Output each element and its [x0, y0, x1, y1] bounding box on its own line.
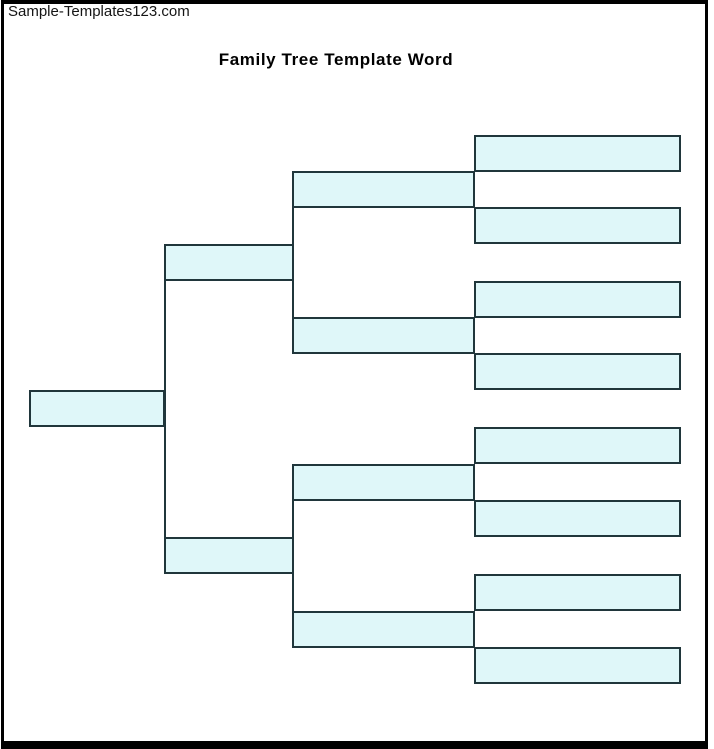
connector-root-to-parents: [164, 280, 166, 538]
tree-box-great-grandparent-1[interactable]: [474, 135, 681, 172]
tree-box-parent-top[interactable]: [164, 244, 294, 281]
watermark-text: Sample-Templates123.com: [8, 3, 190, 20]
tree-box-great-grandparent-4[interactable]: [474, 353, 681, 390]
tree-box-great-grandparent-6[interactable]: [474, 500, 681, 537]
page-title: Family Tree Template Word: [218, 50, 454, 69]
tree-box-grandparent-2[interactable]: [292, 317, 475, 354]
tree-box-great-grandparent-7[interactable]: [474, 574, 681, 611]
tree-box-great-grandparent-3[interactable]: [474, 281, 681, 318]
tree-box-grandparent-1[interactable]: [292, 171, 475, 208]
tree-box-great-grandparent-5[interactable]: [474, 427, 681, 464]
tree-box-great-grandparent-2[interactable]: [474, 207, 681, 244]
tree-box-root[interactable]: [29, 390, 165, 427]
tree-box-grandparent-3[interactable]: [292, 464, 475, 501]
tree-box-grandparent-4[interactable]: [292, 611, 475, 648]
tree-box-great-grandparent-8[interactable]: [474, 647, 681, 684]
tree-box-parent-bottom[interactable]: [164, 537, 294, 574]
